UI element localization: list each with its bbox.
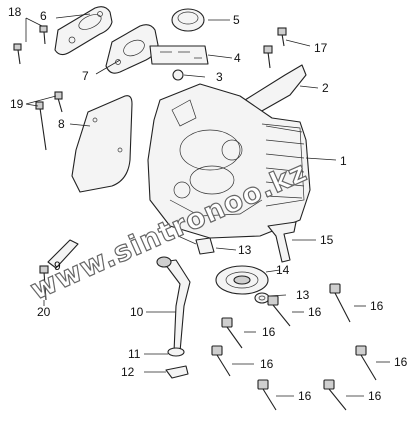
callout-6: 6 — [40, 9, 47, 23]
callout-2: 2 — [322, 81, 329, 95]
part-2-bracket — [244, 64, 307, 113]
callout-20: 20 — [37, 305, 51, 319]
part-19-studs — [35, 91, 63, 151]
callout-4: 4 — [234, 51, 241, 65]
callout-8: 8 — [58, 117, 65, 131]
callout-7: 7 — [82, 69, 89, 83]
callout-12: 12 — [121, 365, 135, 379]
leader-lines — [25, 13, 390, 397]
callout-1: 1 — [340, 154, 347, 168]
part-6-gasket-plate — [54, 6, 113, 56]
callout-5: 5 — [233, 13, 240, 27]
callout-16-d: 16 — [260, 357, 274, 371]
callout-16-e: 16 — [394, 355, 408, 369]
part-9-bracket — [47, 239, 79, 269]
part-13-bushing-lower — [254, 292, 270, 304]
callout-16-g: 16 — [368, 389, 382, 403]
part-5-ring — [171, 8, 205, 32]
part-8-cover-plate — [71, 95, 133, 193]
part-12-clip — [165, 365, 189, 379]
callout-18: 18 — [8, 5, 22, 19]
callout-16-b: 16 — [308, 305, 322, 319]
part-16-bolt-e — [355, 345, 377, 381]
part-16-bolt-c — [221, 317, 243, 349]
part-15-lever — [267, 221, 297, 263]
part-16-bolt-f — [257, 379, 277, 411]
part-18-bolts — [13, 25, 48, 65]
part-16-bolt-b — [267, 295, 291, 327]
callout-labels: 1 2 3 4 5 6 7 8 9 10 11 12 13 13 14 15 1… — [8, 5, 408, 403]
callout-11: 11 — [128, 347, 141, 361]
part-17-bolts — [263, 27, 287, 69]
part-16-bolt-a — [329, 283, 351, 323]
callout-14: 14 — [276, 263, 290, 277]
part-20-stud — [39, 265, 49, 301]
callout-13-upper: 13 — [238, 243, 252, 257]
callout-10: 10 — [130, 305, 144, 319]
part-14-bearing — [215, 265, 269, 295]
part-13-fitting-upper — [177, 235, 215, 255]
callout-15: 15 — [320, 233, 334, 247]
part-16-bolt-g — [323, 379, 347, 411]
callout-16-a: 16 — [370, 299, 384, 313]
callout-13-lower: 13 — [296, 288, 310, 302]
callout-17: 17 — [314, 41, 328, 55]
callout-16-f: 16 — [298, 389, 312, 403]
part-3-plug — [172, 69, 184, 81]
callout-9: 9 — [54, 259, 61, 273]
callout-3: 3 — [216, 70, 223, 84]
part-16-bolt-d — [211, 345, 231, 377]
callout-19: 19 — [10, 97, 24, 111]
callout-16-c: 16 — [262, 325, 276, 339]
part-1-cylinder-head — [147, 83, 311, 239]
part-4-spacer — [149, 45, 209, 65]
part-10-rod — [156, 256, 191, 353]
part-11-oring — [167, 347, 185, 357]
